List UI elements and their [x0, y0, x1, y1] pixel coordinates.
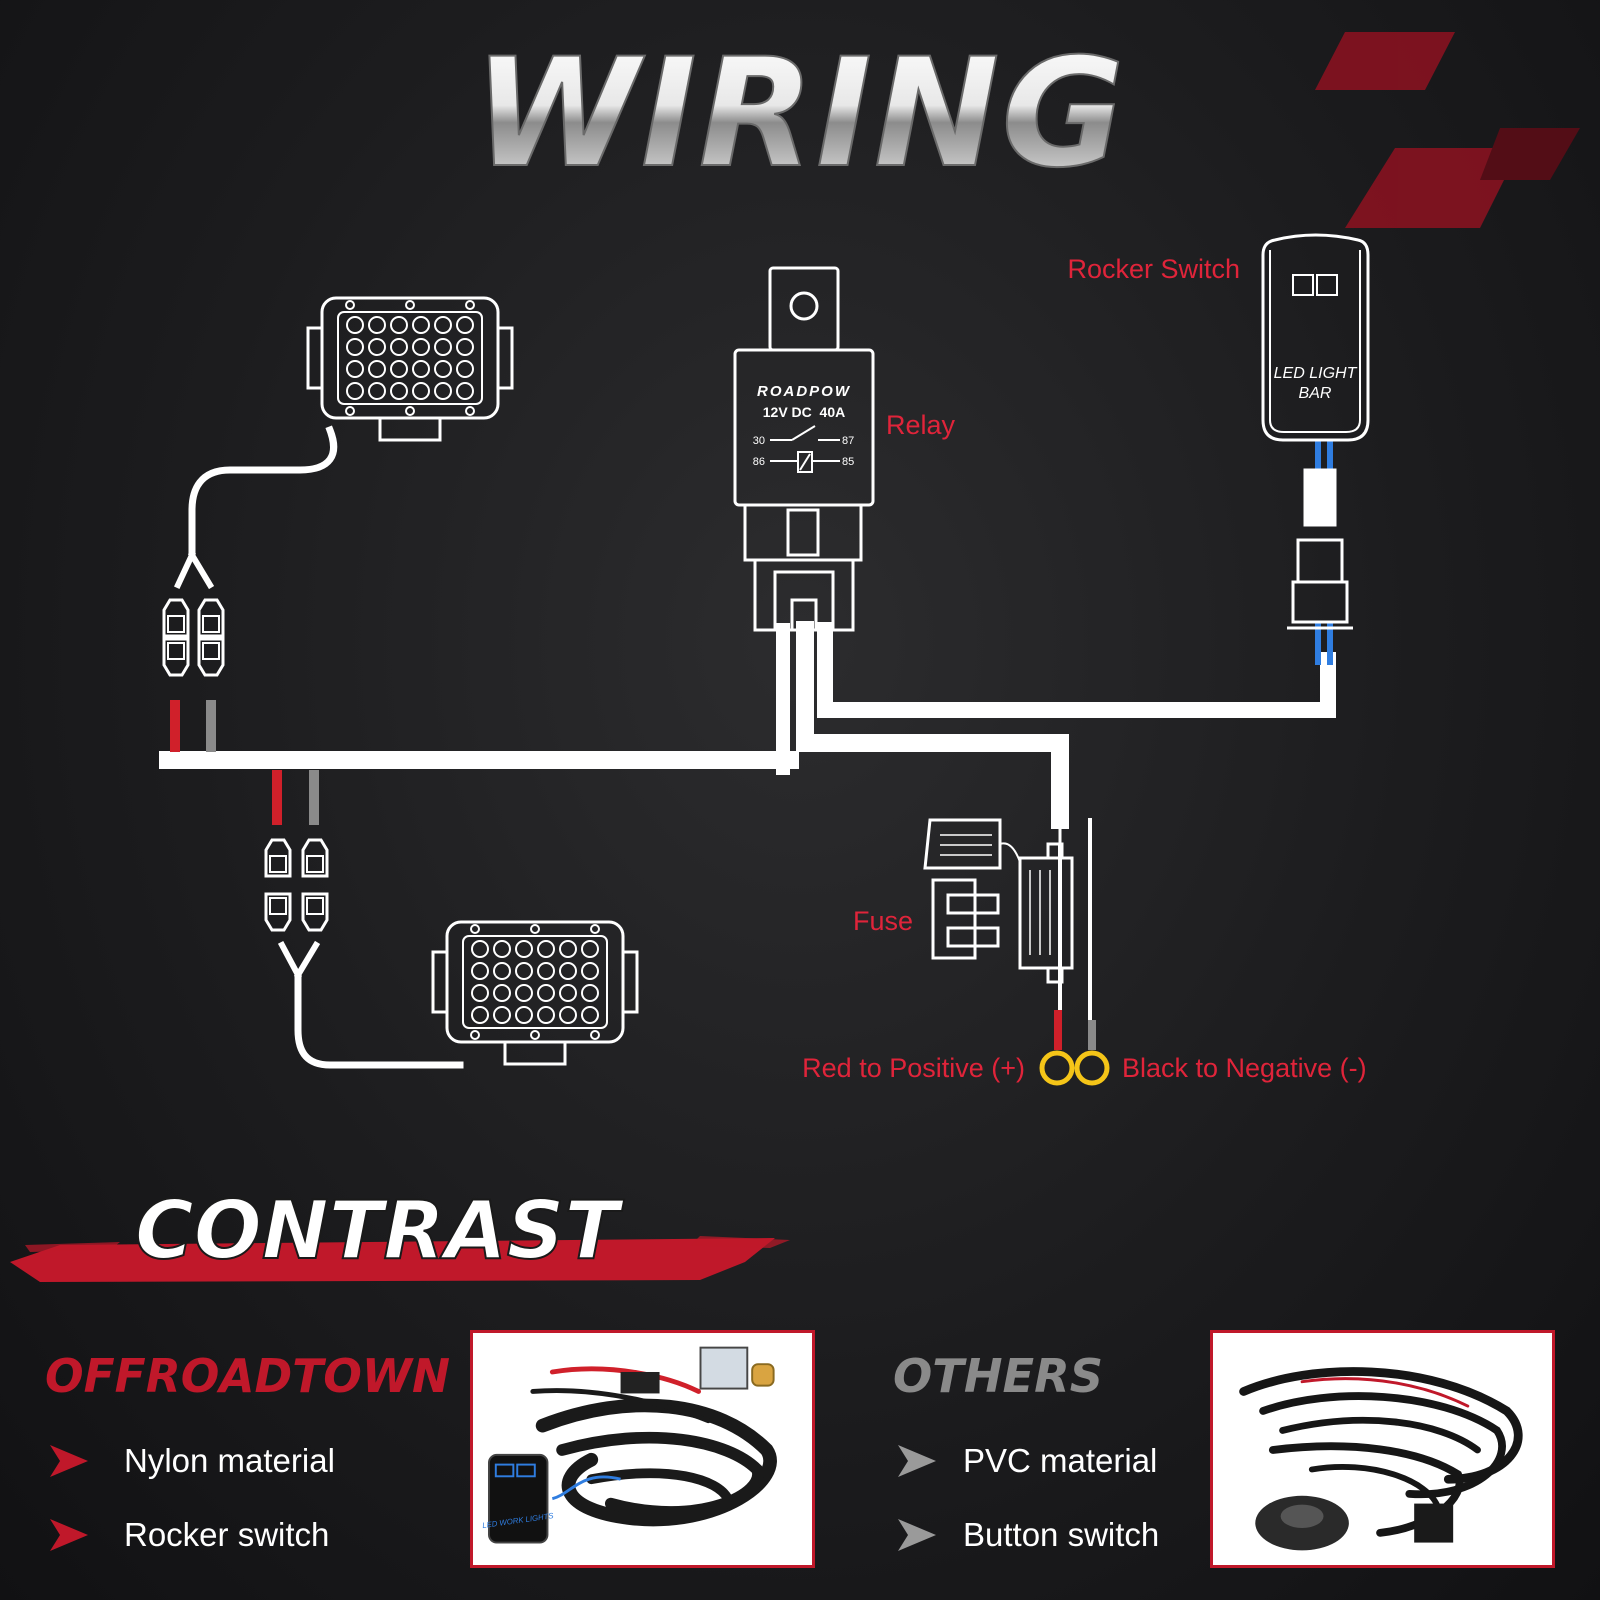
- led-dot: [515, 1006, 533, 1024]
- led-dot: [412, 338, 430, 356]
- led-dot: [515, 984, 533, 1002]
- led-dot: [537, 984, 555, 1002]
- relay-pin-86: 86: [753, 456, 765, 468]
- relay-brand: ROADPOW: [757, 383, 851, 400]
- led-dot: [471, 1006, 489, 1024]
- led-dot: [434, 360, 452, 378]
- heading-offroadtown: OFFROADTOWN: [45, 1349, 450, 1403]
- led-dot: [368, 316, 386, 334]
- led-dot: [559, 984, 577, 1002]
- led-dot: [537, 1006, 555, 1024]
- led-dot: [471, 962, 489, 980]
- right-item-2: Button switch: [963, 1516, 1159, 1553]
- led-dot: [456, 316, 474, 334]
- led-dot: [434, 316, 452, 334]
- relay-pin-30: 30: [753, 435, 765, 447]
- led-dot: [471, 940, 489, 958]
- ring-terminals: [1039, 1050, 1110, 1086]
- page-title: WIRING: [473, 27, 1126, 201]
- label-relay: Relay: [886, 410, 956, 440]
- led-dot: [515, 962, 533, 980]
- led-dot: [493, 962, 511, 980]
- connector-pair-lower: [264, 838, 329, 932]
- led-dot: [346, 360, 364, 378]
- led-array: [471, 940, 599, 1024]
- others-harness-photo: [1210, 1330, 1555, 1568]
- led-dot: [368, 360, 386, 378]
- lead-wires: [170, 440, 1333, 1050]
- led-dot: [434, 338, 452, 356]
- left-item-2: Rocker switch: [124, 1516, 329, 1553]
- connector-pair-upper: [162, 598, 225, 677]
- led-dot: [412, 382, 430, 400]
- led-dot: [434, 382, 452, 400]
- contrast-banner-brush: [10, 1236, 790, 1282]
- led-light-bar-upper-icon: [306, 296, 514, 442]
- led-dot: [581, 1006, 599, 1024]
- fuse-icon: [923, 818, 1074, 984]
- wire-harness: [159, 425, 1336, 1069]
- led-dot: [346, 338, 364, 356]
- led-dot: [581, 962, 599, 980]
- offroadtown-harness-photo: LED WORK LIGHTS: [470, 1330, 815, 1568]
- bullet-arrow-icon: [898, 1519, 936, 1551]
- led-dot: [537, 940, 555, 958]
- led-dot: [537, 962, 555, 980]
- label-fuse: Fuse: [853, 906, 913, 936]
- relay-pin-87: 87: [842, 435, 854, 447]
- led-dot: [456, 338, 474, 356]
- led-dot: [412, 316, 430, 334]
- right-item-1: PVC material: [963, 1442, 1157, 1479]
- led-dot: [390, 338, 408, 356]
- led-dot: [368, 338, 386, 356]
- contrast-title: CONTRAST: [135, 1184, 624, 1277]
- relay-rating: 12V DC 40A: [763, 404, 845, 420]
- led-dot: [581, 984, 599, 1002]
- left-item-1: Nylon material: [124, 1442, 335, 1479]
- relay-icon: [733, 266, 875, 632]
- led-dot: [493, 984, 511, 1002]
- led-dot: [493, 940, 511, 958]
- led-light-bar-lower-icon: [431, 920, 639, 1066]
- bullet-arrow-icon: [898, 1445, 936, 1477]
- decorative-stripes: [1315, 32, 1580, 228]
- led-dot: [559, 940, 577, 958]
- rocker-switch-icon: [1261, 233, 1370, 630]
- led-dot: [559, 962, 577, 980]
- led-dot: [368, 382, 386, 400]
- label-black-to-negative: Black to Negative (-): [1122, 1053, 1367, 1083]
- led-dot: [390, 316, 408, 334]
- led-dot: [412, 360, 430, 378]
- label-red-to-positive: Red to Positive (+): [802, 1053, 1025, 1083]
- led-dot: [456, 382, 474, 400]
- led-dot: [390, 360, 408, 378]
- led-dot: [581, 940, 599, 958]
- rocker-label-line1: LED LIGHT: [1274, 365, 1358, 382]
- led-array: [346, 316, 474, 400]
- led-dot: [390, 382, 408, 400]
- label-rocker-switch: Rocker Switch: [1067, 254, 1240, 284]
- led-dot: [493, 1006, 511, 1024]
- led-dot: [456, 360, 474, 378]
- rocker-label-line2: BAR: [1299, 385, 1332, 402]
- bullet-arrow-icon: [50, 1519, 88, 1551]
- led-dot: [346, 316, 364, 334]
- led-dot: [346, 382, 364, 400]
- led-dot: [559, 1006, 577, 1024]
- bullet-arrow-icon: [50, 1445, 88, 1477]
- heading-others: OTHERS: [893, 1349, 1103, 1403]
- relay-pin-85: 85: [842, 456, 854, 468]
- led-dot: [471, 984, 489, 1002]
- led-dot: [515, 940, 533, 958]
